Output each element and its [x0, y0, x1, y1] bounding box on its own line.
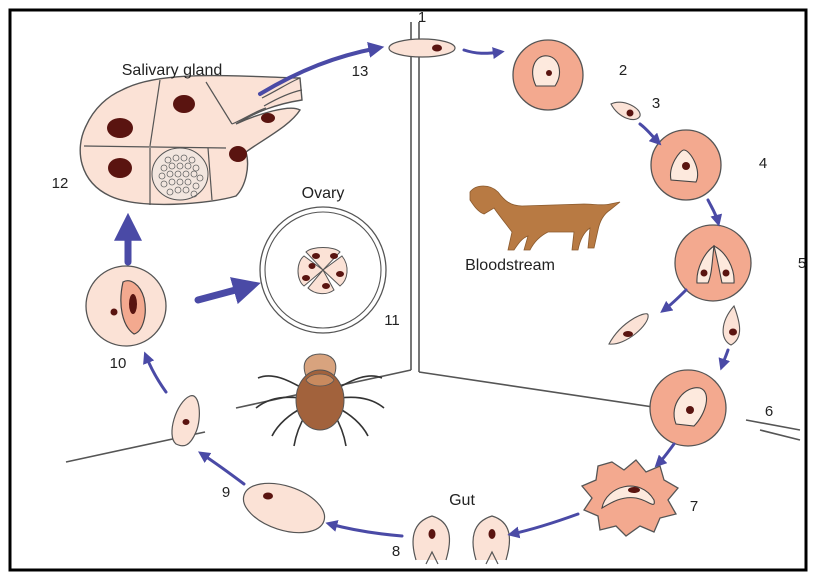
- arrow-7-to-8: [512, 514, 578, 534]
- bloodstream-label: Bloodstream: [465, 257, 555, 274]
- stage-label-10: 10: [110, 355, 127, 372]
- stage-label-5: 5: [798, 255, 806, 272]
- stage-label-1: 1: [418, 9, 426, 26]
- stage-label-8: 8: [392, 543, 400, 560]
- stage-label-11: 11: [384, 312, 400, 329]
- stage-label-12: 12: [52, 175, 69, 192]
- arrow-5-to-left-merozoite: [664, 290, 686, 310]
- arrow-3-to-4: [640, 124, 658, 142]
- arrow-10-to-11: [198, 286, 250, 300]
- stage-2-infected-rbc: [513, 40, 583, 110]
- arrow-1-to-2: [464, 50, 500, 53]
- stage-label-7: 7: [690, 498, 698, 515]
- gut-label: Gut: [449, 492, 475, 509]
- stage-label-13: 13: [352, 63, 369, 80]
- released-merozoite-left: [609, 314, 648, 344]
- arrow-6-to-7: [658, 444, 674, 464]
- stage-7-gametocyte-in-gut: [582, 460, 678, 536]
- stage-6-reinfected-rbc: [650, 370, 726, 446]
- migrating-kinete: [172, 396, 199, 446]
- salivary-gland-label: Salivary gland: [122, 62, 223, 79]
- stage-4-trophozoite: [651, 130, 721, 200]
- stage-label-4: 4: [759, 155, 767, 172]
- stage-label-3: 3: [652, 95, 660, 112]
- released-merozoite-right: [723, 306, 740, 345]
- arrow-merozoite-to-6: [722, 350, 728, 366]
- stage-9-kinete: [237, 474, 330, 542]
- stage-3-merozoite: [611, 102, 640, 119]
- arrow-8-to-9: [330, 524, 402, 536]
- stage-10-sporokinete: [86, 266, 166, 346]
- stage-8-zygotes: [413, 516, 509, 564]
- dog-host-silhouette: [470, 186, 620, 250]
- stage-label-2: 2: [619, 62, 627, 79]
- arrow-9-to-kinete: [202, 454, 244, 484]
- stage-label-6: 6: [765, 403, 773, 420]
- arrow-4-to-5: [708, 200, 718, 222]
- ovary-label: Ovary: [302, 185, 345, 202]
- arrow-kinete-to-10: [146, 356, 166, 392]
- stage-1-sporozoite: [389, 39, 455, 57]
- stage-11-ovary: [260, 207, 386, 333]
- stage-label-9: 9: [222, 484, 230, 501]
- stage-12-salivary-gland: [80, 76, 302, 205]
